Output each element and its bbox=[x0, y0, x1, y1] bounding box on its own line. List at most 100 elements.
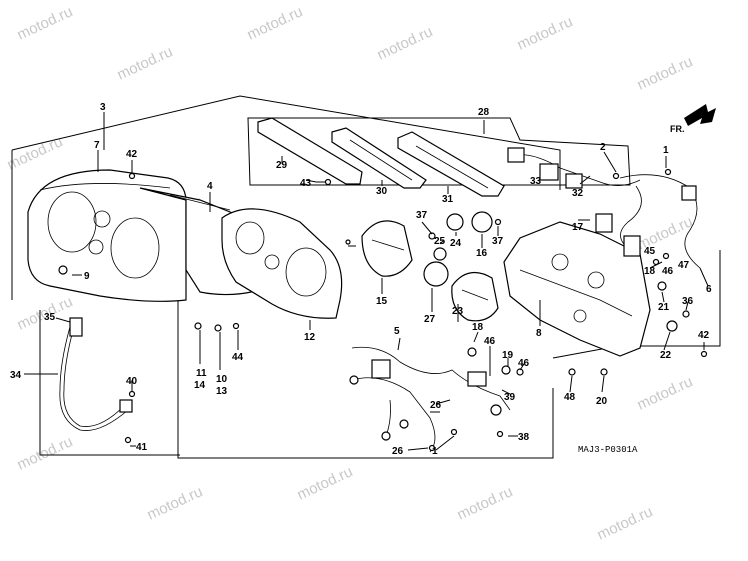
gauge-27 bbox=[423, 261, 449, 287]
callout-33: 33 bbox=[530, 176, 542, 187]
callouts: 3 7 42 4 9 35 34 40 41 11 14 10 13 44 12… bbox=[10, 102, 712, 457]
screw-46 bbox=[516, 368, 524, 376]
clip-18 bbox=[467, 347, 477, 357]
callout-4: 4 bbox=[207, 181, 213, 192]
front-direction-arrow: FR. bbox=[670, 104, 716, 134]
bolt-20 bbox=[600, 368, 608, 376]
callout-28: 28 bbox=[478, 107, 490, 118]
callout-42a: 42 bbox=[126, 149, 138, 160]
callout-16: 16 bbox=[476, 248, 488, 259]
frame-upper-group bbox=[247, 117, 631, 186]
meter-body bbox=[503, 221, 651, 357]
callout-34: 34 bbox=[10, 370, 22, 381]
callout-8: 8 bbox=[536, 328, 542, 339]
cable-frame bbox=[39, 310, 180, 456]
screw-43a bbox=[128, 172, 136, 180]
watermark: motod.ru bbox=[635, 373, 696, 413]
gauge-16 bbox=[471, 211, 493, 233]
callout-22: 22 bbox=[660, 350, 672, 361]
frame-outer-top bbox=[11, 95, 561, 190]
callout-42b: 42 bbox=[698, 330, 710, 341]
callout-14: 14 bbox=[194, 380, 206, 391]
callout-15: 15 bbox=[376, 296, 388, 307]
watermark: motod.ru bbox=[15, 3, 76, 43]
callout-27: 27 bbox=[424, 314, 436, 325]
callout-1b: 1 bbox=[432, 446, 438, 457]
watermark: motod.ru bbox=[635, 53, 696, 93]
callout-18a: 18 bbox=[472, 322, 484, 333]
small-gauges bbox=[423, 211, 493, 287]
strip-30 bbox=[331, 127, 427, 189]
callout-24: 24 bbox=[450, 238, 462, 249]
indicator-strips bbox=[257, 117, 505, 197]
watermark: motod.ru bbox=[245, 3, 306, 43]
callout-47: 47 bbox=[678, 260, 690, 271]
screw-44 bbox=[232, 322, 240, 330]
bulb-14 bbox=[194, 322, 202, 330]
tachometer bbox=[361, 220, 413, 277]
callout-9: 9 bbox=[84, 271, 90, 282]
nut-47 bbox=[662, 252, 670, 260]
leader-lines bbox=[24, 112, 709, 451]
watermark: motod.ru bbox=[145, 483, 206, 523]
callout-46a: 46 bbox=[662, 266, 674, 277]
watermark: motod.ru bbox=[115, 43, 176, 83]
grommet-9 bbox=[58, 265, 68, 275]
screw-38 bbox=[496, 430, 504, 438]
callout-3: 3 bbox=[100, 102, 106, 113]
callout-23: 23 bbox=[452, 306, 464, 317]
callout-43: 43 bbox=[300, 178, 312, 189]
callout-46b: 46 bbox=[484, 336, 496, 347]
callout-1a: 1 bbox=[663, 145, 669, 156]
callout-44: 44 bbox=[232, 352, 244, 363]
screw-42 bbox=[700, 350, 708, 358]
bulb-13 bbox=[214, 324, 222, 332]
screw-26 bbox=[428, 444, 436, 452]
strip-31 bbox=[397, 131, 505, 197]
callout-26a: 26 bbox=[430, 400, 442, 411]
callout-29: 29 bbox=[276, 160, 288, 171]
callout-48: 48 bbox=[564, 392, 576, 403]
speedometer-cable bbox=[39, 310, 180, 456]
strip-29 bbox=[257, 117, 363, 185]
direction-label: FR. bbox=[670, 124, 685, 134]
fasteners bbox=[58, 168, 708, 452]
callout-25: 25 bbox=[434, 236, 446, 247]
bolt-48 bbox=[568, 368, 576, 376]
bolt-36 bbox=[682, 310, 690, 318]
bolt-1b bbox=[450, 428, 458, 436]
drawing-code: MAJ3-P0301A bbox=[578, 445, 638, 455]
callout-35: 35 bbox=[44, 312, 56, 323]
gauge-24 bbox=[446, 213, 464, 231]
callout-10: 10 bbox=[216, 374, 228, 385]
screw-41 bbox=[124, 436, 132, 444]
clip-19 bbox=[501, 365, 511, 375]
main-harness bbox=[349, 346, 511, 453]
face-plate bbox=[221, 208, 343, 319]
screw-40 bbox=[128, 390, 136, 398]
callout-39: 39 bbox=[504, 392, 516, 403]
callout-5: 5 bbox=[394, 326, 400, 337]
callout-19: 19 bbox=[502, 350, 514, 361]
callout-21: 21 bbox=[658, 302, 670, 313]
watermark: motod.ru bbox=[375, 23, 436, 63]
callout-12: 12 bbox=[304, 332, 316, 343]
callout-36: 36 bbox=[682, 296, 694, 307]
callout-17: 17 bbox=[572, 222, 584, 233]
watermark: motod.ru bbox=[515, 13, 576, 53]
watermark: motod.ru bbox=[595, 503, 656, 543]
screw-37a bbox=[428, 232, 436, 240]
callout-6: 6 bbox=[706, 284, 712, 295]
speedometer bbox=[451, 271, 499, 322]
screw-15 bbox=[345, 239, 351, 245]
callout-40: 40 bbox=[126, 376, 138, 387]
callout-41: 41 bbox=[136, 442, 148, 453]
callout-46c: 46 bbox=[518, 358, 530, 369]
callout-37b: 37 bbox=[492, 236, 504, 247]
bolt-1a bbox=[664, 168, 672, 176]
callout-32: 32 bbox=[572, 188, 584, 199]
callout-26b: 26 bbox=[392, 446, 404, 457]
callout-11: 11 bbox=[196, 368, 207, 379]
frame-outer-bottom bbox=[177, 300, 554, 459]
